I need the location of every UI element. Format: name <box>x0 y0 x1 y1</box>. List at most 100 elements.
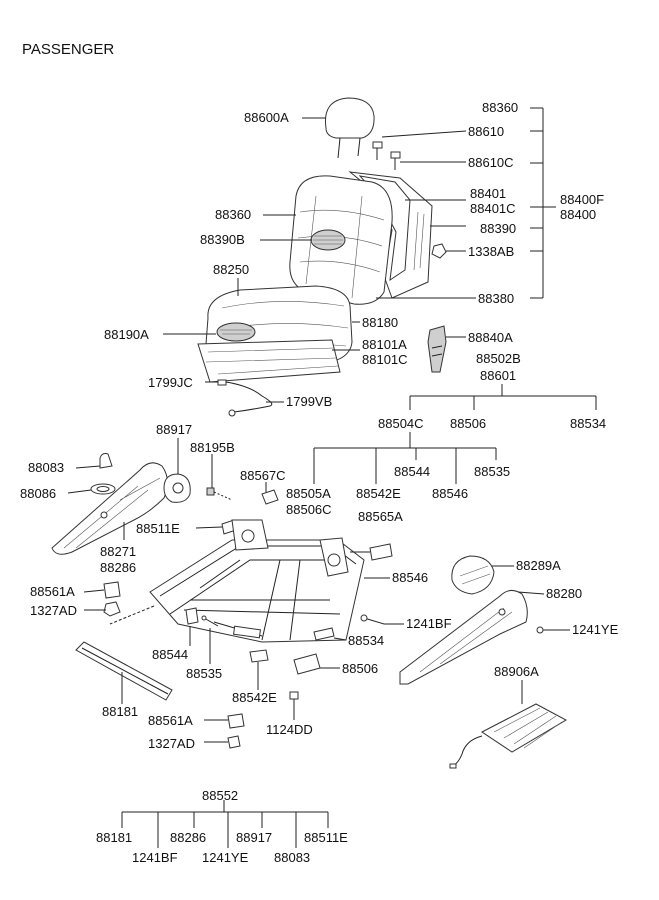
wire-harness-1799 <box>217 379 273 417</box>
label-1327ad-upper: 1327AD <box>30 603 77 618</box>
label-1327ad-lower: 1327AD <box>148 736 195 751</box>
label-88506-lower: 88506 <box>342 661 378 676</box>
trim-strip-88181 <box>75 641 173 701</box>
bolt-1241ye <box>536 626 558 634</box>
label-88552: 88552 <box>202 788 238 803</box>
clip-88542e <box>249 649 269 663</box>
label-88546-upper: 88546 <box>432 486 468 501</box>
label-88101a: 88101A <box>362 337 407 352</box>
label-88360-upper: 88360 <box>482 100 518 115</box>
bracket-88544 <box>185 607 199 625</box>
label-88401: 88401 <box>470 186 506 201</box>
side-shield-88271 <box>51 462 168 555</box>
label-88195b: 88195B <box>190 440 235 455</box>
switch-88506 <box>293 653 321 675</box>
clip-88535 <box>201 615 219 627</box>
label-88400f: 88400F <box>560 192 604 207</box>
label-88511e: 88511E <box>136 521 180 536</box>
heater-mat-88101a <box>197 339 341 383</box>
label-88506-upper: 88506 <box>450 416 486 431</box>
label-88181-lower: 88181 <box>96 830 132 845</box>
label-88083-lower: 88083 <box>274 850 310 865</box>
label-88286: 88286 <box>100 560 136 575</box>
label-1241bf-upper: 1241BF <box>406 616 452 631</box>
label-88840a: 88840A <box>468 330 513 345</box>
label-88542e-upper: 88542E <box>356 486 401 501</box>
nut-1338ab <box>431 243 447 259</box>
part-labels: 88360 88600A 88610 88610C 88401 88401C 8… <box>20 100 619 865</box>
label-88610c: 88610C <box>468 155 514 170</box>
cover-88289a <box>451 555 495 595</box>
label-88280: 88280 <box>546 586 582 601</box>
label-1799jc: 1799JC <box>148 375 193 390</box>
label-88250: 88250 <box>213 262 249 277</box>
label-88534-upper: 88534 <box>570 416 606 431</box>
heater-pad-88906a <box>449 703 568 769</box>
label-88600a: 88600A <box>244 110 289 125</box>
seatbelt-buckle-88840a <box>427 325 447 373</box>
guide-bolt-88610 <box>372 141 383 160</box>
label-1124dd: 1124DD <box>266 722 313 737</box>
label-1799vb: 1799VB <box>286 394 332 409</box>
lever-88534 <box>313 627 335 641</box>
label-88083: 88083 <box>28 460 64 475</box>
label-88565a: 88565A <box>358 509 403 524</box>
label-88101c: 88101C <box>362 352 408 367</box>
label-88535-lower: 88535 <box>186 666 222 681</box>
bolt-88195b <box>206 487 233 501</box>
cushion-pad-88190a <box>216 322 256 342</box>
label-88190a: 88190A <box>104 327 149 342</box>
label-88086: 88086 <box>20 486 56 501</box>
label-88610: 88610 <box>468 124 504 139</box>
label-88271: 88271 <box>100 544 136 559</box>
label-88544-lower: 88544 <box>152 647 188 662</box>
label-88380: 88380 <box>478 291 514 306</box>
label-88601: 88601 <box>480 368 516 383</box>
lumbar-support-88390b <box>310 229 346 251</box>
label-88534-lower: 88534 <box>348 633 384 648</box>
label-1241bf-lower: 1241BF <box>132 850 178 865</box>
label-88289a: 88289A <box>516 558 561 573</box>
leader-lines <box>67 107 597 848</box>
label-88390b: 88390B <box>200 232 245 247</box>
nut-1327ad-upper <box>103 601 121 617</box>
headrest-drawing <box>324 97 375 159</box>
label-88181-upper: 88181 <box>102 704 138 719</box>
label-88360-lower: 88360 <box>215 207 251 222</box>
bolt-1124dd <box>289 691 299 712</box>
label-88535-upper: 88535 <box>474 464 510 479</box>
bolt-1241bf <box>360 614 385 625</box>
recliner-cover-88917 <box>163 473 191 503</box>
label-88546-lower: 88546 <box>392 570 428 585</box>
label-88504c: 88504C <box>378 416 424 431</box>
cover-88565a <box>369 543 393 561</box>
label-88542e-lower: 88542E <box>232 690 277 705</box>
label-88906a: 88906A <box>494 664 539 679</box>
label-88561a-lower: 88561A <box>148 713 193 728</box>
cover-88567c <box>261 489 279 505</box>
label-88502b: 88502B <box>476 351 521 366</box>
label-88506c: 88506C <box>286 502 332 517</box>
label-88567c: 88567C <box>240 468 286 483</box>
nut-1327ad-lower <box>227 735 241 749</box>
label-88544-upper: 88544 <box>394 464 430 479</box>
label-88401c: 88401C <box>470 201 516 216</box>
label-1241ye-lower: 1241YE <box>202 850 249 865</box>
label-88400: 88400 <box>560 207 596 222</box>
diagram-title: PASSENGER <box>22 41 114 58</box>
label-88505a: 88505A <box>286 486 331 501</box>
clip-88561a-lower <box>227 713 245 729</box>
label-88180: 88180 <box>362 315 398 330</box>
seat-track-frame-drawing <box>109 519 365 643</box>
label-88511e-lower: 88511E <box>304 830 348 845</box>
label-1241ye-upper: 1241YE <box>572 622 619 637</box>
clip-88561a-upper <box>103 581 121 599</box>
knob-88083 <box>99 453 113 469</box>
label-88917-lower: 88917 <box>236 830 272 845</box>
side-shield-88280 <box>399 590 528 685</box>
label-88390: 88390 <box>480 221 516 236</box>
label-88286-lower: 88286 <box>170 830 206 845</box>
label-1338ab: 1338AB <box>468 244 514 259</box>
guide-bolt-88610c <box>390 151 401 170</box>
